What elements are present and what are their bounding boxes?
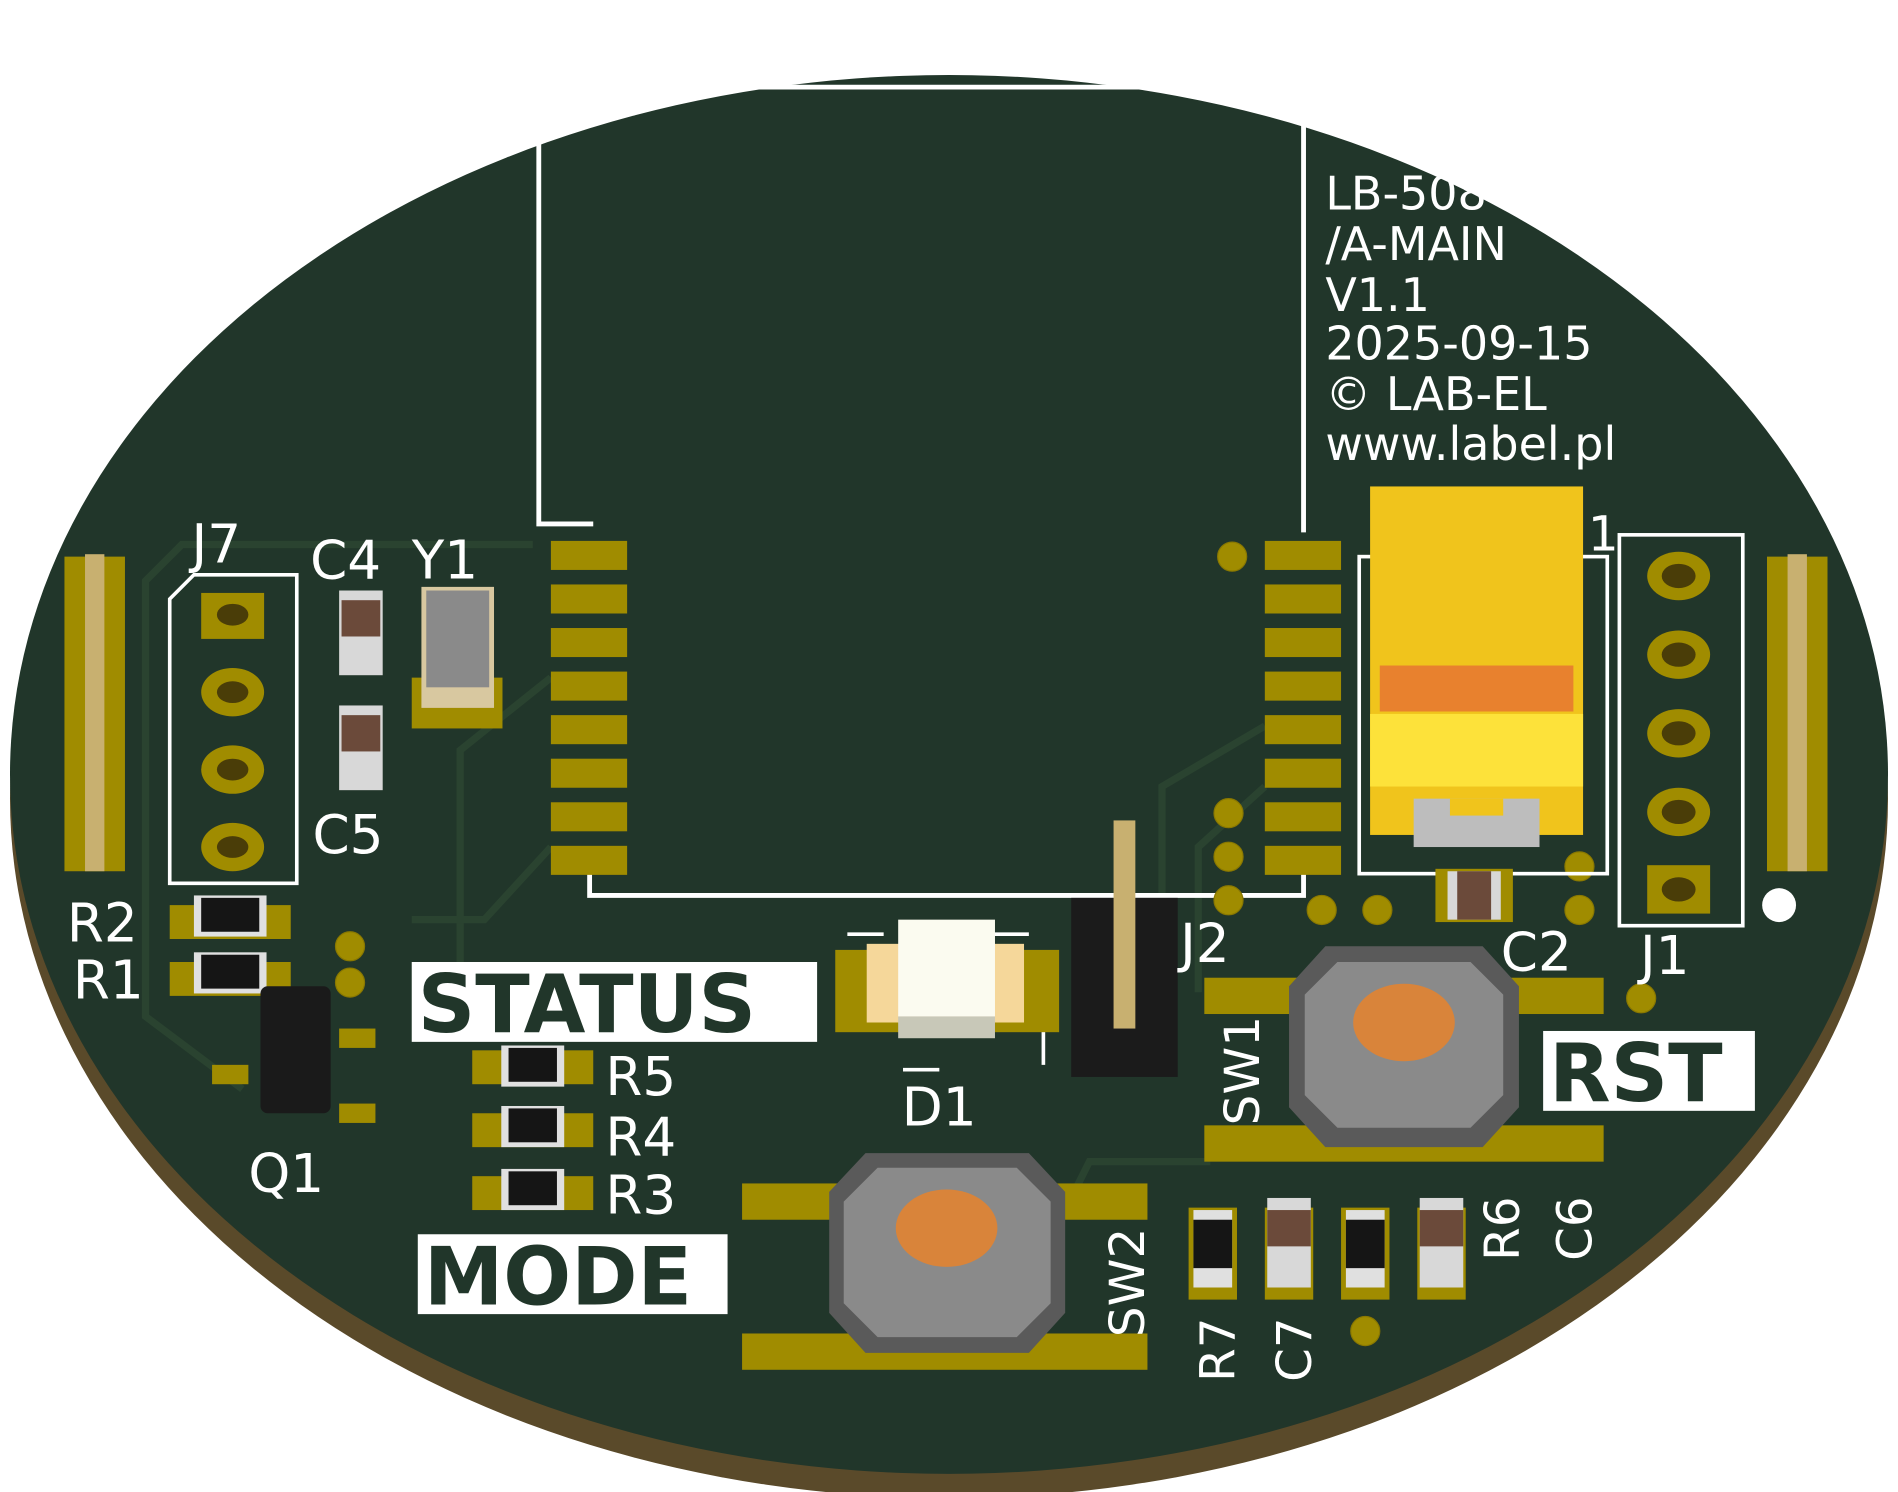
sw2-cap[interactable] xyxy=(895,1189,998,1267)
j7-connector xyxy=(201,592,265,872)
j2-jumper-header xyxy=(1071,820,1178,1077)
j7-holes xyxy=(216,603,249,858)
c4-label: C4 xyxy=(310,529,381,591)
j1-outline xyxy=(1617,533,1745,928)
right-header-pins xyxy=(1766,554,1828,872)
board-info-block: LB-508 /A-MAIN V1.1 2025-09-15 © LAB-EL … xyxy=(1325,166,1616,470)
r7-label: R7 xyxy=(1191,1317,1247,1381)
r1-label: R1 xyxy=(73,949,144,1011)
copper-traces xyxy=(141,540,1268,1212)
r6-label: R6 xyxy=(1475,1196,1531,1260)
pin1-marker xyxy=(1762,888,1797,923)
r2-resistor xyxy=(169,895,291,940)
c5-label: C5 xyxy=(313,804,384,866)
y1-label: Y1 xyxy=(411,529,478,591)
status-label: STATUS xyxy=(418,958,756,1051)
sw2-label: SW2 xyxy=(1100,1228,1156,1337)
mode-label: MODE xyxy=(424,1230,692,1323)
c6-capacitor xyxy=(1417,1197,1466,1300)
j7-label: J7 xyxy=(189,514,242,576)
r3-label: R3 xyxy=(605,1165,676,1227)
r2-label: R2 xyxy=(67,892,138,954)
r7-resistor xyxy=(1188,1207,1237,1300)
sw1-button[interactable] xyxy=(1204,946,1604,1162)
c5-capacitor xyxy=(339,705,383,791)
rst-label: RST xyxy=(1549,1027,1723,1120)
rst-label-bg xyxy=(1543,1030,1755,1111)
u1-left-pads xyxy=(550,540,628,875)
r6-resistor xyxy=(1341,1207,1390,1300)
r3-resistor xyxy=(472,1168,594,1211)
d1-led xyxy=(835,919,1060,1039)
info-line: © LAB-EL xyxy=(1325,367,1547,421)
info-line: www.label.pl xyxy=(1325,417,1616,471)
r5-label: R5 xyxy=(605,1046,676,1108)
vias xyxy=(334,541,1657,1347)
c2-label: C2 xyxy=(1501,921,1572,983)
d1-label: D1 xyxy=(902,1076,977,1138)
u1-label: U1 xyxy=(902,21,975,83)
info-line: /A-MAIN xyxy=(1325,217,1507,271)
j1-label: J1 xyxy=(1637,925,1690,987)
c7-capacitor xyxy=(1264,1197,1314,1300)
q1-transistor xyxy=(212,986,376,1123)
c6-label: C6 xyxy=(1548,1196,1604,1261)
tantalum-capacitor xyxy=(1370,486,1584,848)
c7-label: C7 xyxy=(1267,1317,1323,1382)
c1-partial-label: 1 xyxy=(1588,507,1619,563)
j2-label: J2 xyxy=(1177,913,1230,975)
info-line: 2025-09-15 xyxy=(1325,316,1592,370)
u1-outline xyxy=(536,84,1306,898)
c4-capacitor xyxy=(339,590,383,676)
j1-holes xyxy=(1661,563,1696,902)
status-label-bg xyxy=(411,961,818,1042)
sw1-cap[interactable] xyxy=(1353,983,1455,1062)
left-header-pins xyxy=(64,554,125,872)
r5-resistor xyxy=(472,1045,594,1087)
info-line: V1.1 xyxy=(1325,268,1430,322)
y1-crystal xyxy=(411,586,503,729)
r1-resistor xyxy=(169,952,291,996)
c2-capacitor xyxy=(1435,868,1513,923)
q1-label: Q1 xyxy=(248,1143,324,1205)
r4-resistor xyxy=(472,1105,594,1148)
r4-label: R4 xyxy=(605,1107,676,1169)
u1-right-pads xyxy=(1264,540,1342,875)
info-line: LB-508 xyxy=(1325,166,1486,220)
sw1-label: SW1 xyxy=(1215,1016,1271,1125)
mode-label-bg xyxy=(417,1234,728,1315)
sw2-button[interactable] xyxy=(742,1153,1148,1370)
j7-outline xyxy=(167,572,299,886)
